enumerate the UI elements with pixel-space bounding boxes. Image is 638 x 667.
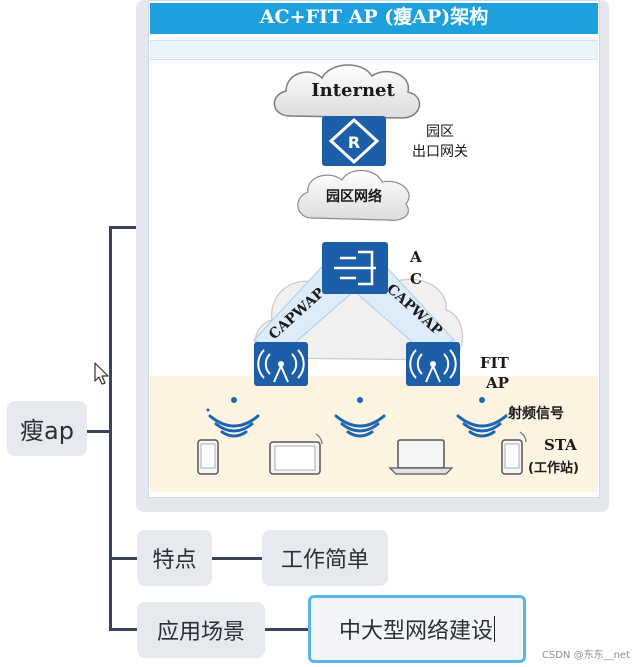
features-node-label: 特点 — [152, 548, 197, 573]
rf-signal-label: 射频信号 — [507, 405, 564, 422]
ac-label-2: C — [410, 270, 422, 288]
phone-icon-2 — [501, 431, 527, 475]
fit-ap-right-icon — [406, 342, 460, 386]
diagram-title: AC+FIT AP (瘦AP)架构 — [150, 3, 598, 34]
phone-icon — [197, 439, 219, 475]
scenario-node[interactable]: 应用场景 — [137, 602, 265, 658]
network-diagram: Internet R 园区 出口网关 园区网络 CAPWAP CAPWAP A … — [197, 64, 579, 476]
fit-ap-label-2: AP — [485, 374, 509, 392]
features-value-node[interactable]: 工作简单 — [262, 530, 388, 586]
mindmap-trunk — [109, 226, 112, 630]
campus-network-label: 园区网络 — [326, 188, 382, 205]
sta-label-1: STA — [544, 436, 577, 454]
rf-signal-icon-3 — [456, 414, 508, 438]
mindmap-link-scenario — [263, 628, 311, 631]
mindmap-root-node[interactable]: 瘦ap — [7, 401, 87, 456]
root-node-label: 瘦ap — [20, 417, 74, 445]
fit-ap-left-icon — [254, 342, 308, 386]
mindmap-branch-features — [109, 557, 139, 560]
mouse-pointer-icon — [94, 362, 109, 385]
fit-ap-label-1: FIT — [480, 354, 510, 372]
features-node[interactable]: 特点 — [137, 530, 212, 586]
scenario-node-label: 应用场景 — [156, 620, 245, 645]
watermark: CSDN @东东__net — [541, 650, 630, 661]
text-cursor — [494, 616, 495, 642]
rf-signal-icon — [206, 408, 260, 438]
ac-label-1: A — [409, 248, 422, 266]
tablet-icon — [269, 433, 323, 475]
rf-signal-icon-2 — [334, 414, 386, 438]
router-icon — [322, 116, 386, 166]
router-label-1: 园区 — [426, 124, 454, 140]
diagram-top-band — [150, 40, 598, 60]
scenario-value-label[interactable]: 中大型网络建设 — [338, 619, 493, 644]
mindmap-root-link — [86, 430, 111, 433]
svg-text:R: R — [348, 133, 360, 152]
internet-cloud — [273, 64, 421, 119]
campus-network-cloud — [297, 169, 410, 221]
scenario-value-node[interactable]: 中大型网络建设 — [308, 595, 526, 663]
mindmap-branch-top — [109, 226, 137, 229]
internet-label: Internet — [311, 80, 395, 101]
router-label-2: 出口网关 — [412, 144, 468, 160]
mindmap-branch-scenario — [109, 628, 139, 631]
sta-label-2: (工作站) — [528, 460, 579, 476]
features-value-label: 工作简单 — [280, 548, 369, 573]
laptop-icon — [388, 439, 454, 475]
mindmap-link-features — [211, 557, 265, 560]
